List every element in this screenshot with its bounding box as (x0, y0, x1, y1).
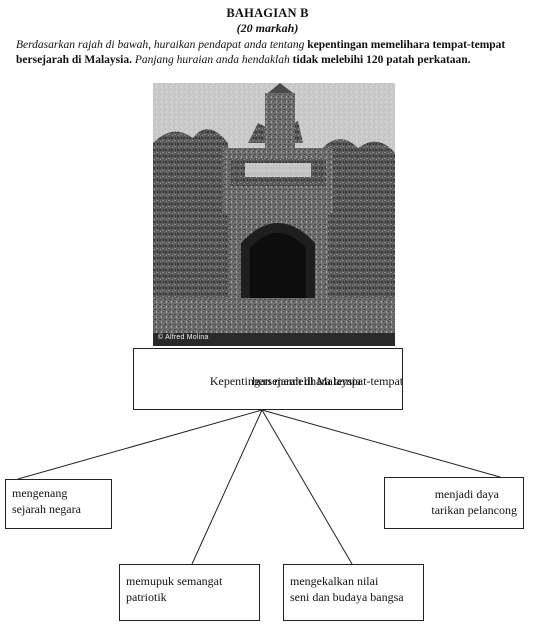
branch-text: menjadi daya (434, 487, 499, 501)
branch-box-history: mengenang sejarah negara (5, 479, 112, 529)
branch-text: seni dan budaya bangsa (290, 590, 404, 604)
branch-text: patriotik (126, 590, 167, 604)
historic-gate-photo (153, 83, 395, 346)
branch-text: mengekalkan nilai (290, 574, 379, 588)
instruction-part-3: Panjang huraian anda hendaklah (131, 54, 290, 66)
marks-label: (20 markah) (236, 21, 299, 35)
section-title: BAHAGIAN B (226, 6, 309, 20)
branch-text: memupuk semangat (126, 574, 223, 588)
branch-text: mengenang (12, 486, 68, 500)
branch-text: tarikan pelancong (431, 503, 517, 517)
branch-box-tourism: menjadi daya tarikan pelancong (384, 477, 524, 529)
instruction-part-4: tidak melebihi 120 patah perkataan. (289, 54, 471, 66)
branch-box-culture: mengekalkan nilai seni dan budaya bangsa (283, 564, 424, 621)
branch-box-patriotism: memupuk semangat patriotik (119, 564, 260, 621)
photo-credit: © Alfred Molina (158, 334, 209, 341)
instruction-part-1: Berdasarkan rajah di bawah, huraikan pen… (16, 39, 305, 51)
branch-text: sejarah negara (12, 502, 81, 516)
photo-illustration (153, 83, 395, 346)
instruction-part-2: kepentingan memelihara tempat-tempat ber… (16, 39, 506, 66)
central-topic-box: Kepentingan memelihara tempat-tempat ber… (133, 348, 403, 410)
question-instruction: Berdasarkan rajah di bawah, huraikan pen… (16, 38, 524, 68)
